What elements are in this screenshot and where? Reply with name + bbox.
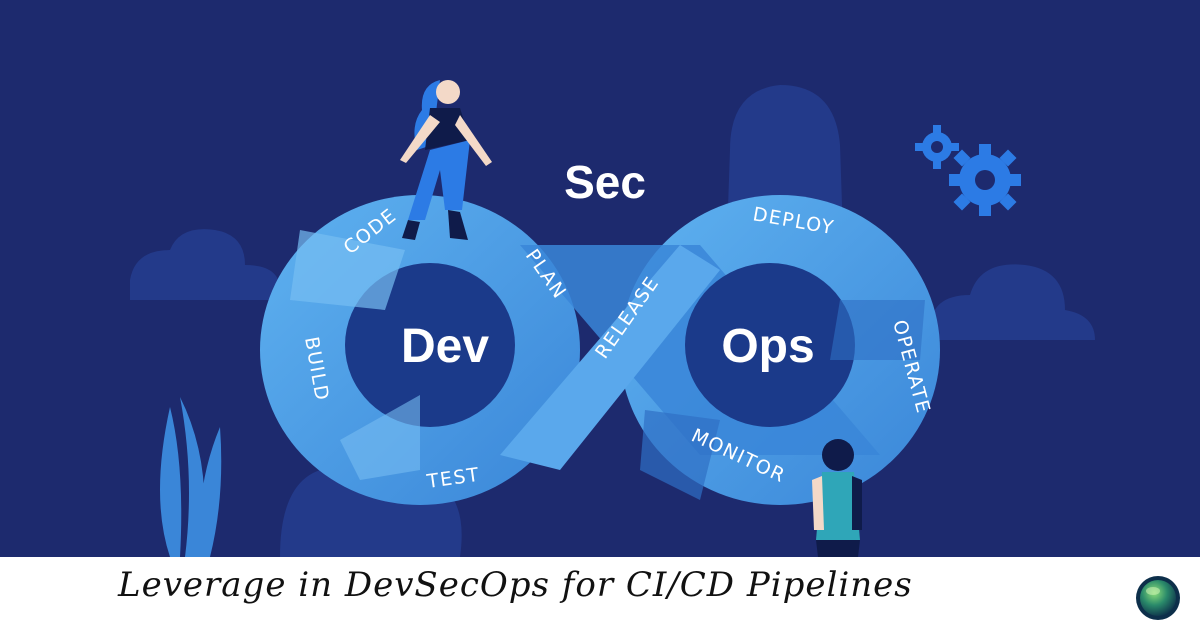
person-boy <box>812 439 862 557</box>
caption-title: Leverage in DevSecOps for CI/CD Pipeline… <box>118 565 913 605</box>
sec-label: Sec <box>564 156 646 208</box>
cloud-shape-left <box>130 229 280 300</box>
dev-hole <box>345 263 515 427</box>
dev-label: Dev <box>401 320 489 373</box>
gear-icon-small <box>915 125 959 169</box>
caption-bar: Leverage in DevSecOps for CI/CD Pipeline… <box>0 557 1200 630</box>
person-woman <box>400 80 492 240</box>
gear-icon <box>949 144 1021 216</box>
cloud-shape-right <box>930 264 1095 340</box>
logo-globe-icon <box>1136 576 1180 620</box>
ops-label: Ops <box>721 320 814 373</box>
infinity-ring <box>260 195 940 505</box>
plant-shape <box>160 397 222 557</box>
ops-hole <box>685 263 855 427</box>
